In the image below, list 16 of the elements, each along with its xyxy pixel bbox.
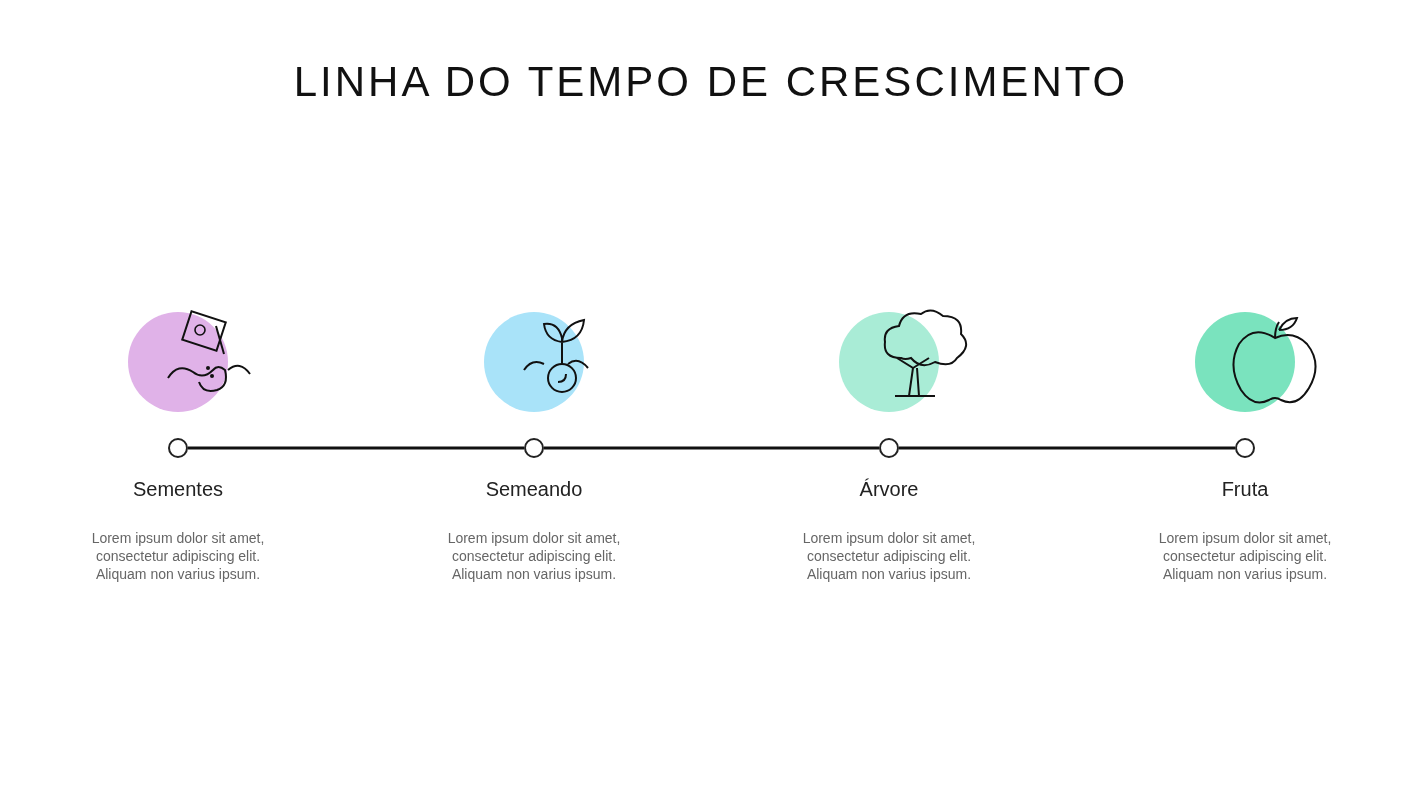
timeline-marker (524, 438, 544, 458)
timeline-marker (1235, 438, 1255, 458)
stage-description: Lorem ipsum dolor sit amet, consectetur adipiscing elit. Aliquam non varius ipsum. (90, 529, 266, 583)
stage-heading: Árvore (858, 478, 920, 501)
timeline-line (544, 446, 879, 450)
timeline-marker (168, 438, 188, 458)
timeline-line (188, 446, 524, 450)
stage-description: Lorem ipsum dolor sit amet, consectetur adipiscing elit. Aliquam non varius ipsum. (801, 529, 977, 583)
stage-description: Lorem ipsum dolor sit amet, consectetur adipiscing elit. Aliquam non varius ipsum. (1157, 529, 1333, 583)
timeline-line (899, 446, 1235, 450)
stage-description: Lorem ipsum dolor sit amet, consectetur adipiscing elit. Aliquam non varius ipsum. (446, 529, 622, 583)
diagram-title: LINHA DO TEMPO DE CRESCIMENTO (293, 58, 1129, 106)
timeline-marker (879, 438, 899, 458)
stage-heading: Semeando (484, 478, 584, 501)
stage-heading: Fruta (1220, 478, 1270, 501)
stage-heading: Sementes (131, 478, 225, 501)
